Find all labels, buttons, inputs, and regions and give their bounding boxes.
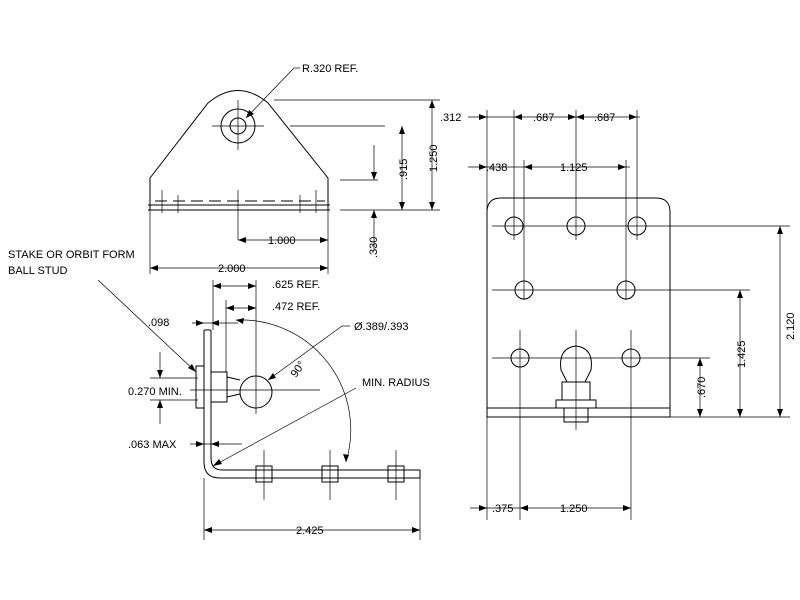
dim-1000: 1.000 (268, 235, 296, 247)
front-view: .312 .687 .687 .438 1.125 2.120 1.425 .6… (440, 110, 797, 520)
note-min-radius: MIN. RADIUS (362, 377, 430, 389)
radius-note: R.320 REF. (302, 63, 358, 75)
note-ball-stud: BALL STUD (8, 265, 68, 277)
dim-438: .438 (486, 162, 507, 174)
front-ball-stud (560, 345, 592, 383)
dim-2000: 2.000 (218, 263, 246, 275)
top-view: R.320 REF. .915 1.250 .330 1.000 2.000 (148, 63, 440, 275)
dim-625-ref: .625 REF. (272, 279, 320, 291)
dim-472-ref: .472 REF. (272, 301, 320, 313)
dim-1250: 1.250 (428, 144, 440, 172)
dim-330: .330 (368, 237, 380, 258)
dim-1250-front: 1.250 (560, 503, 588, 515)
dim-375: .375 (492, 503, 513, 515)
dim-diameter: Ø.389/.393 (354, 321, 408, 333)
dim-687-b: .687 (594, 112, 615, 124)
top-view-outline (149, 90, 329, 195)
note-stake: STAKE OR ORBIT FORM (8, 249, 135, 261)
dim-angle: 90° (289, 359, 308, 380)
dim-312: .312 (440, 112, 461, 124)
dim-687-a: .687 (533, 112, 554, 124)
dim-063-max: .063 MAX (128, 439, 177, 451)
dim-915: .915 (398, 159, 410, 180)
side-bracket-inner (210, 330, 420, 471)
dim-2120: 2.120 (785, 312, 797, 340)
stud-flange (195, 365, 205, 409)
dim-2425: 2.425 (296, 525, 324, 537)
side-bracket-outer (203, 330, 420, 479)
dim-1125: 1.125 (560, 162, 588, 174)
side-view: STAKE OR ORBIT FORM BALL STUD .625 REF. (8, 249, 430, 540)
stud-hub (210, 371, 228, 403)
front-plate-outline (486, 197, 671, 418)
dim-1425: 1.425 (736, 340, 748, 368)
dim-670: .670 (696, 377, 708, 398)
dim-098: .098 (148, 317, 169, 329)
dim-270-min: 0.270 MIN. (128, 386, 182, 398)
